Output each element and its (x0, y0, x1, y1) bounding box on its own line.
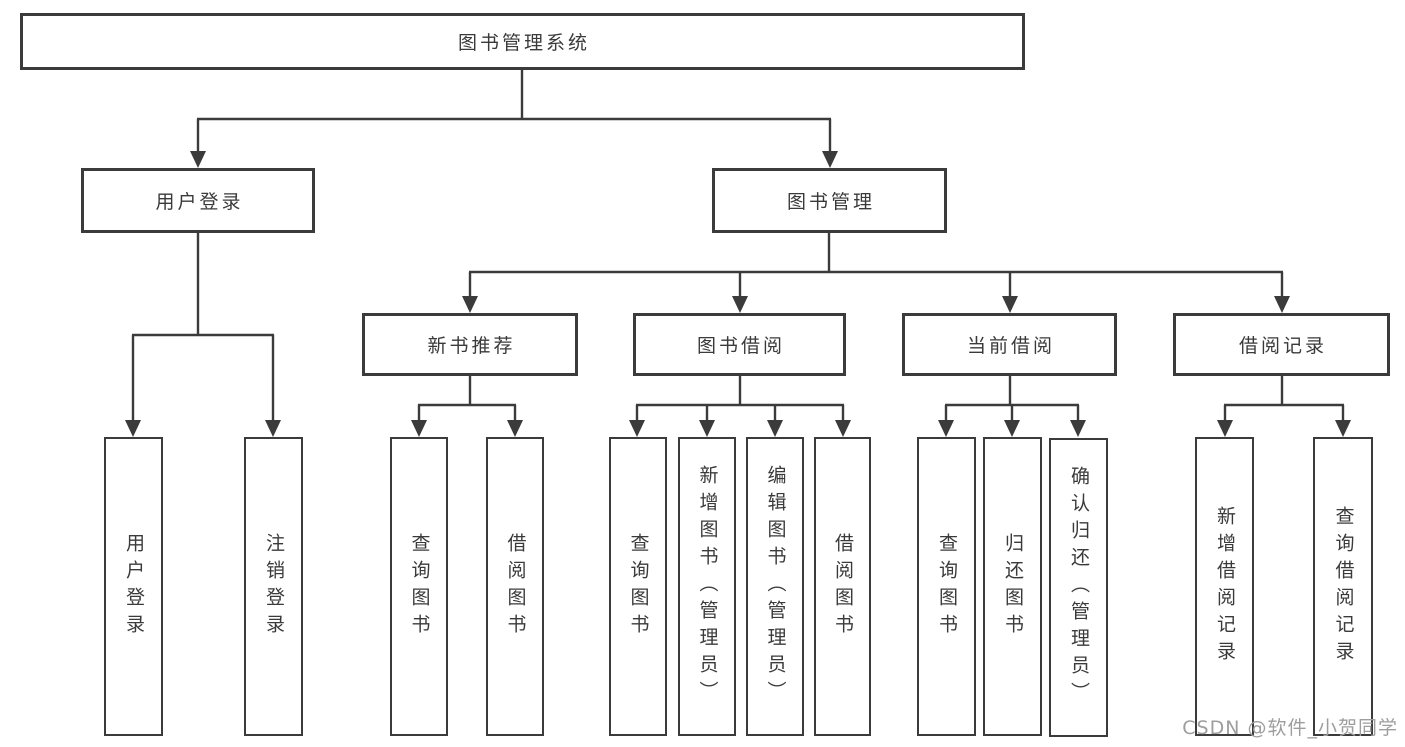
node-label: 归还图书 (1002, 532, 1024, 641)
node-label: 图书管理系统 (457, 32, 590, 54)
leaf-borrow-books-borrowing: 借阅图书 (814, 437, 871, 736)
node-label: 用户登录 (123, 532, 145, 641)
node-user-login: 用户登录 (81, 168, 315, 233)
leaf-edit-book-admin: 编辑图书（管理员） (746, 437, 804, 736)
node-label: 编辑图书（管理员） (764, 465, 787, 708)
node-label: 新书推荐 (427, 335, 516, 357)
node-label: 图书管理 (786, 191, 875, 213)
node-label: 借阅图书 (832, 532, 854, 641)
connector-user-login-children (125, 233, 281, 437)
leaf-add-book-admin: 新增图书（管理员） (678, 437, 736, 736)
node-borrowing-records: 借阅记录 (1173, 313, 1390, 376)
leaf-confirm-return-admin: 确认归还（管理员） (1049, 438, 1108, 737)
leaf-query-books-borrowing: 查询图书 (609, 437, 667, 736)
node-book-borrowing: 图书借阅 (633, 313, 846, 376)
node-label: 借阅图书 (504, 532, 527, 641)
node-label: 确认归还（管理员） (1068, 466, 1090, 709)
connector-current-borrowing-children (938, 376, 1086, 437)
node-label: 查询图书 (936, 532, 958, 641)
node-label: 用户登录 (155, 191, 244, 213)
connector-root-to-level2 (190, 70, 838, 168)
node-label: 新增图书（管理员） (696, 465, 719, 708)
node-label: 查询图书 (627, 532, 650, 641)
leaf-user-login: 用户登录 (104, 437, 163, 736)
watermark: CSDN @软件_小贺同学 (1182, 717, 1398, 739)
connector-new-book-children (411, 376, 523, 437)
connector-book-borrowing-children (629, 376, 851, 437)
node-label: 查询借阅记录 (1332, 505, 1355, 668)
node-label: 新增借阅记录 (1214, 505, 1236, 668)
node-library-management-system: 图书管理系统 (20, 13, 1025, 70)
leaf-logout: 注销登录 (244, 437, 303, 736)
node-label: 查询图书 (408, 532, 431, 641)
leaf-query-books-current: 查询图书 (917, 437, 976, 736)
node-book-management: 图书管理 (712, 168, 947, 233)
leaf-return-books: 归还图书 (983, 437, 1042, 736)
node-new-book-recommendation: 新书推荐 (362, 313, 578, 376)
connector-book-management-children (462, 233, 1290, 313)
node-label: 注销登录 (263, 532, 285, 641)
node-label: 借阅记录 (1238, 335, 1327, 357)
leaf-add-borrow-record: 新增借阅记录 (1195, 437, 1254, 736)
node-current-borrowing: 当前借阅 (902, 313, 1117, 376)
leaf-query-borrow-record: 查询借阅记录 (1313, 437, 1373, 736)
connector-borrowing-records-children (1217, 376, 1351, 437)
node-label: 图书借阅 (696, 335, 785, 357)
leaf-query-books-recommend: 查询图书 (390, 437, 448, 736)
node-label: 当前借阅 (966, 335, 1055, 357)
leaf-borrow-books-recommend: 借阅图书 (486, 437, 544, 736)
